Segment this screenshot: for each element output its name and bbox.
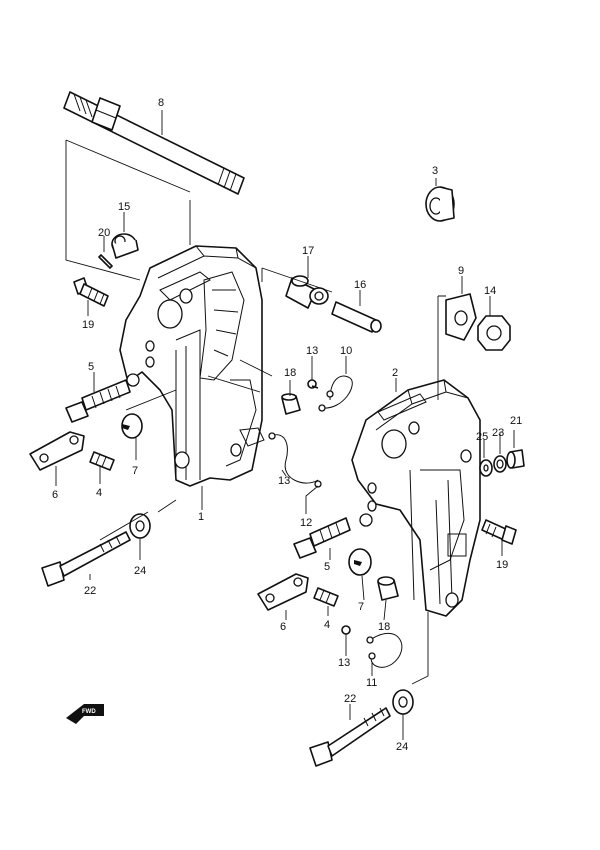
part-10-lead-wire xyxy=(318,375,353,412)
callout-24-right: 24 xyxy=(396,741,408,753)
part-21-cap xyxy=(506,449,525,469)
callout-4-left: 4 xyxy=(96,487,102,499)
callout-13-bottom: 13 xyxy=(338,657,350,669)
callout-22-right: 22 xyxy=(344,693,356,705)
part-13-screw-top xyxy=(307,379,319,389)
callout-17: 17 xyxy=(302,245,314,257)
callout-19-left: 19 xyxy=(82,319,94,331)
callout-6-left: 6 xyxy=(52,489,58,501)
part-15-collar xyxy=(111,233,139,259)
callout-23: 23 xyxy=(492,427,504,439)
part-18-spacer-top xyxy=(281,393,301,415)
dashed-connectors xyxy=(99,267,446,685)
part-12-lead-wire xyxy=(268,432,322,488)
part-1-clamp-bracket-left xyxy=(119,245,265,487)
part-24-washer-left xyxy=(129,513,151,539)
part-7-pad-left xyxy=(121,413,143,439)
part-20-pin xyxy=(98,254,113,269)
part-13-screw-lower xyxy=(341,625,351,635)
callout-24-left: 24 xyxy=(134,565,146,577)
part-4-screw-right xyxy=(313,587,339,607)
callout-25: 25 xyxy=(476,431,488,443)
callout-13-mid: 13 xyxy=(278,475,290,487)
part-5-screw-left xyxy=(65,379,131,423)
callout-labels: 8 3 15 20 17 9 16 14 19 13 10 5 18 2 21 … xyxy=(52,97,522,753)
part-3-bushing xyxy=(425,186,455,222)
part-19-bolt-left xyxy=(73,277,109,307)
callout-5-left: 5 xyxy=(88,361,94,373)
part-8-clamp-bolt xyxy=(63,91,245,195)
part-5-screw-right xyxy=(293,517,351,559)
callout-22-left: 22 xyxy=(84,585,96,597)
part-24-washer-right xyxy=(392,689,414,715)
part-17-sleeve xyxy=(285,275,329,309)
callout-8: 8 xyxy=(158,97,164,109)
part-11-lead-wire xyxy=(366,632,403,668)
callout-7-right: 7 xyxy=(358,601,364,613)
callout-16: 16 xyxy=(354,279,366,291)
callout-5-right: 5 xyxy=(324,561,330,573)
callout-19-right: 19 xyxy=(496,559,508,571)
part-25-washer xyxy=(479,459,493,477)
callout-20: 20 xyxy=(98,227,110,239)
callout-9: 9 xyxy=(458,265,464,277)
group-frame-left xyxy=(65,139,191,281)
leader-lines xyxy=(55,110,515,740)
callout-13-top: 13 xyxy=(306,345,318,357)
callout-11: 11 xyxy=(366,677,377,689)
callout-6-right: 6 xyxy=(280,621,286,633)
callout-1: 1 xyxy=(198,511,204,523)
callout-21: 21 xyxy=(510,415,522,427)
part-18-spacer-right xyxy=(377,576,399,601)
callout-18-top: 18 xyxy=(284,367,296,379)
part-14-nut xyxy=(477,315,511,351)
part-4-screw-left xyxy=(89,451,115,471)
callout-7-left: 7 xyxy=(132,465,138,477)
part-19-bolt-right xyxy=(481,519,517,545)
part-16-pin xyxy=(331,301,382,333)
fwd-arrow-icon: FWD xyxy=(66,704,104,724)
callout-12: 12 xyxy=(300,517,312,529)
callout-14: 14 xyxy=(484,285,496,297)
part-23-nut xyxy=(493,455,507,473)
callout-15: 15 xyxy=(118,201,130,213)
part-22-bolt-left xyxy=(41,531,131,587)
callout-3: 3 xyxy=(432,165,438,177)
part-7-pad-right xyxy=(348,548,372,576)
callout-10: 10 xyxy=(340,345,352,357)
callout-4-right: 4 xyxy=(324,619,330,631)
part-6-lever-right xyxy=(257,573,309,611)
fwd-label: FWD xyxy=(82,709,96,715)
callout-2: 2 xyxy=(392,367,398,379)
part-2-clamp-bracket-right xyxy=(351,379,481,617)
callout-18-right: 18 xyxy=(378,621,390,633)
part-22-bolt-right xyxy=(309,707,391,767)
part-6-lever-left xyxy=(29,431,85,471)
part-9-plate xyxy=(445,293,477,341)
